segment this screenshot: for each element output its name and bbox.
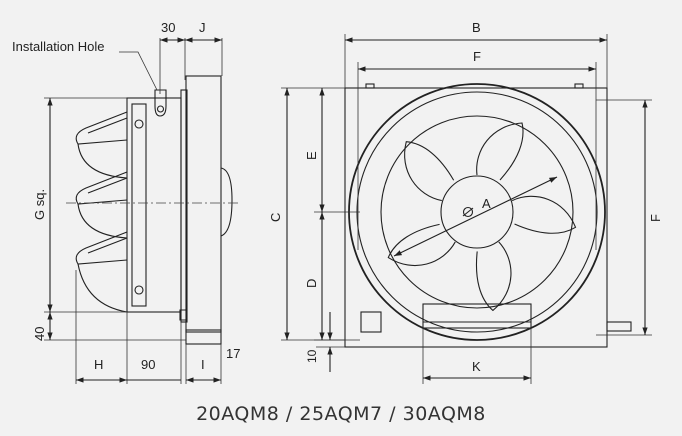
dim-g-text: G sq. — [32, 189, 47, 220]
dim-f-top-text: F — [473, 49, 481, 64]
fan-blade-circle — [380, 115, 574, 309]
fan-hub — [440, 175, 514, 249]
dim-d-text: D — [304, 279, 319, 288]
dim-17-text: 17 — [226, 346, 240, 361]
dim-line-a — [393, 176, 558, 257]
dim-e-text: E — [304, 151, 319, 160]
body-base — [185, 329, 222, 345]
side-view: Installation Hole 30 J G sq. 40 H 90 I 1… — [12, 20, 240, 384]
dim-90-text: 90 — [141, 357, 155, 372]
dim-i-text: I — [201, 357, 205, 372]
dim-b-text: B — [472, 20, 481, 35]
front-view: A B F F C E D 1 — [268, 20, 663, 384]
dim-k-text: K — [472, 359, 481, 374]
dim-a-text: A — [482, 196, 491, 211]
dim-c-text: C — [268, 213, 283, 222]
body-flange — [180, 89, 188, 323]
frame-clip-right — [574, 83, 584, 89]
fan-blades — [387, 122, 577, 312]
fan-ring-inner — [356, 91, 598, 333]
dim-40-text: 40 — [32, 327, 47, 341]
motor-bulge — [220, 167, 233, 237]
frame-clip-left — [365, 83, 375, 89]
rail-pin-top — [134, 119, 144, 129]
body-tab — [179, 309, 186, 321]
installation-hole-label: Installation Hole — [12, 39, 105, 54]
dim-30-text: 30 — [161, 20, 175, 35]
shutter-rail — [131, 103, 147, 307]
installation-hole — [156, 105, 165, 113]
shutter-panel — [126, 97, 182, 313]
rail-pin-bottom — [134, 285, 144, 295]
dim-10-text: 10 — [305, 349, 319, 363]
dim-h-text: H — [94, 357, 103, 372]
installation-hole-bracket — [154, 89, 167, 117]
bottom-tray — [422, 303, 532, 329]
cord-outlet — [606, 321, 632, 332]
fan-frame — [344, 87, 608, 348]
body-housing — [185, 75, 222, 333]
shutter-louvers — [75, 111, 128, 313]
dim-f-right-text: F — [648, 214, 663, 222]
model-caption: 20AQM8 / 25AQM7 / 30AQM8 — [196, 403, 486, 425]
installation-hole-leader — [119, 51, 158, 91]
switch-box — [360, 311, 382, 333]
dim-j-text: J — [199, 20, 206, 35]
